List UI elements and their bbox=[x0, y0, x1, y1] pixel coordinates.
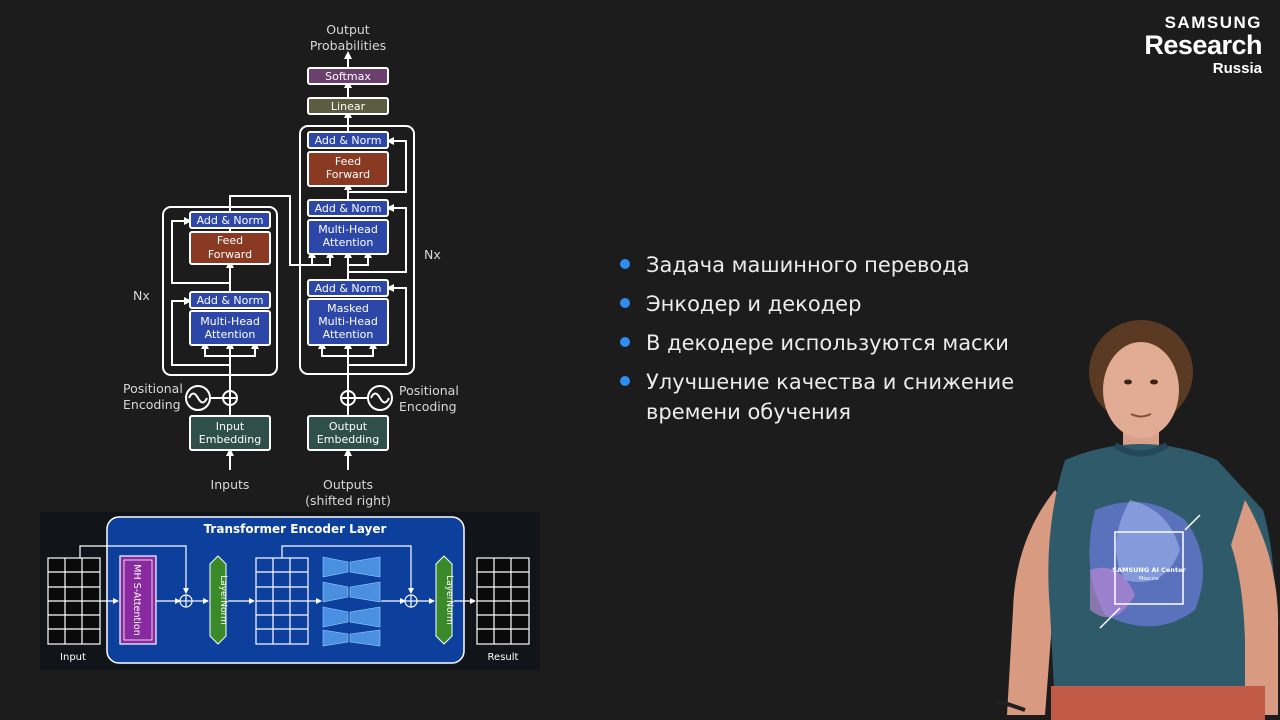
result-label: Result bbox=[488, 652, 519, 663]
outputs-label-1: Outputs bbox=[323, 477, 373, 492]
presenter-figure: SAMSUNG AI Center Moscow bbox=[995, 320, 1279, 720]
layernorm-label-2: LayerNorm bbox=[444, 575, 454, 625]
decoder-masked-label-1: Masked bbox=[327, 302, 369, 315]
decoder-masked-attention bbox=[307, 298, 389, 346]
encoder-nx-label: Nx bbox=[133, 288, 150, 303]
decoder-ff-label-2: Forward bbox=[326, 168, 370, 181]
shirt-text-1: SAMSUNG AI Center bbox=[1112, 566, 1186, 574]
linear-block bbox=[307, 97, 389, 115]
logo-samsung: SAMSUNG bbox=[1164, 13, 1262, 32]
output-probabilities-label-2: Probabilities bbox=[310, 38, 386, 53]
encoder-stack-frame bbox=[162, 206, 278, 376]
encoder-multi-head-attention bbox=[189, 310, 271, 346]
decoder-add-norm-1 bbox=[307, 279, 389, 297]
decoder-stack-frame bbox=[299, 125, 415, 375]
input-label: Input bbox=[60, 652, 86, 663]
decoder-feed-forward bbox=[307, 151, 389, 187]
encoder-ff-label-2: Forward bbox=[208, 248, 252, 261]
decoder-add-norm-2 bbox=[307, 199, 389, 217]
decoder-positional-label-1: Positional bbox=[399, 383, 459, 398]
output-embedding-label-2: Embedding bbox=[317, 433, 379, 446]
bullet-dot-icon bbox=[620, 259, 630, 269]
encoder-add-norm-2-label: Add & Norm bbox=[197, 214, 264, 227]
bullet-text: В декодере используются маски bbox=[646, 331, 1009, 355]
encoder-layer-title: Transformer Encoder Layer bbox=[204, 522, 387, 536]
decoder-ff-label-1: Feed bbox=[335, 155, 361, 168]
input-matrix bbox=[47, 557, 101, 645]
shirt-print: SAMSUNG AI Center Moscow bbox=[1089, 500, 1203, 629]
decoder-mha-label-1: Multi-Head bbox=[318, 223, 378, 236]
decoder-add-norm-2-label: Add & Norm bbox=[315, 202, 382, 215]
decoder-positional-label-2: Encoding bbox=[399, 399, 457, 414]
feed-forward-layers bbox=[322, 556, 381, 647]
input-embedding-block bbox=[189, 415, 271, 451]
decoder-multi-head-attention bbox=[307, 219, 389, 255]
input-embedding-label-1: Input bbox=[216, 420, 245, 433]
input-embedding-label-2: Embedding bbox=[199, 433, 261, 446]
bullet-text: Энкодер и декодер bbox=[646, 292, 862, 316]
encoder-positional-label-1: Positional bbox=[123, 381, 183, 396]
layernorm-block-2 bbox=[435, 555, 453, 645]
encoder-mha-label-2: Attention bbox=[205, 328, 256, 341]
mh-sattention-block bbox=[119, 555, 157, 645]
decoder-masked-label-2: Multi-Head bbox=[318, 315, 378, 328]
softmax-label: Softmax bbox=[325, 70, 371, 83]
outputs-label-2: (shifted right) bbox=[305, 493, 391, 508]
result-matrix bbox=[476, 557, 530, 645]
bullet-dot-icon bbox=[620, 298, 630, 308]
transformer-architecture-diagram: Output Probabilities Softmax Linear Add … bbox=[123, 22, 459, 508]
mh-sattention-label: MH S-Attention bbox=[131, 564, 142, 635]
decoder-add-norm-1-label: Add & Norm bbox=[315, 282, 382, 295]
encoder-feed-forward bbox=[189, 231, 271, 265]
decoder-nx-label: Nx bbox=[424, 247, 441, 262]
encoder-mha-label-1: Multi-Head bbox=[200, 315, 260, 328]
bullet-item: В декодере используются маски bbox=[620, 328, 1040, 358]
encoder-positional-label-2: Encoding bbox=[123, 397, 181, 412]
layernorm-label-1: LayerNorm bbox=[218, 575, 228, 625]
bullet-dot-icon bbox=[620, 337, 630, 347]
bullet-item: Улучшение качества и снижение времени об… bbox=[620, 367, 1040, 427]
bullet-list: Задача машинного перевода Энкодер и деко… bbox=[620, 250, 1040, 436]
output-probabilities-label-1: Output bbox=[326, 22, 370, 37]
bullet-item: Задача машинного перевода bbox=[620, 250, 1040, 280]
encoder-add-norm-2 bbox=[189, 211, 271, 229]
encoder-add-norm-1-label: Add & Norm bbox=[197, 294, 264, 307]
layernorm-block-1 bbox=[209, 555, 227, 645]
decoder-add-norm-3 bbox=[307, 131, 389, 149]
decoder-mha-label-2: Attention bbox=[323, 236, 374, 249]
logo-research: Research bbox=[1144, 30, 1262, 60]
decoder-add-norm-3-label: Add & Norm bbox=[315, 134, 382, 147]
bullet-dot-icon bbox=[620, 376, 630, 386]
softmax-block bbox=[307, 67, 389, 85]
intermediate-matrix bbox=[255, 557, 309, 645]
samsung-research-logo: SAMSUNG Research Russia bbox=[1144, 14, 1262, 76]
decoder-masked-label-3: Attention bbox=[323, 328, 374, 341]
logo-russia: Russia bbox=[1212, 60, 1262, 77]
bullet-text: Задача машинного перевода bbox=[646, 253, 970, 277]
output-embedding-label-1: Output bbox=[329, 420, 368, 433]
bullet-text: Улучшение качества и снижение времени об… bbox=[646, 370, 1015, 424]
output-embedding-block bbox=[307, 415, 389, 451]
bullet-item: Энкодер и декодер bbox=[620, 289, 1040, 319]
encoder-layer-diagram: Transformer Encoder Layer MH S-Attention… bbox=[40, 512, 540, 670]
inputs-label: Inputs bbox=[211, 477, 250, 492]
encoder-ff-label-1: Feed bbox=[217, 234, 243, 247]
shirt-text-2: Moscow bbox=[1139, 576, 1159, 582]
encoder-add-norm-1 bbox=[189, 291, 271, 309]
linear-label: Linear bbox=[331, 100, 366, 113]
